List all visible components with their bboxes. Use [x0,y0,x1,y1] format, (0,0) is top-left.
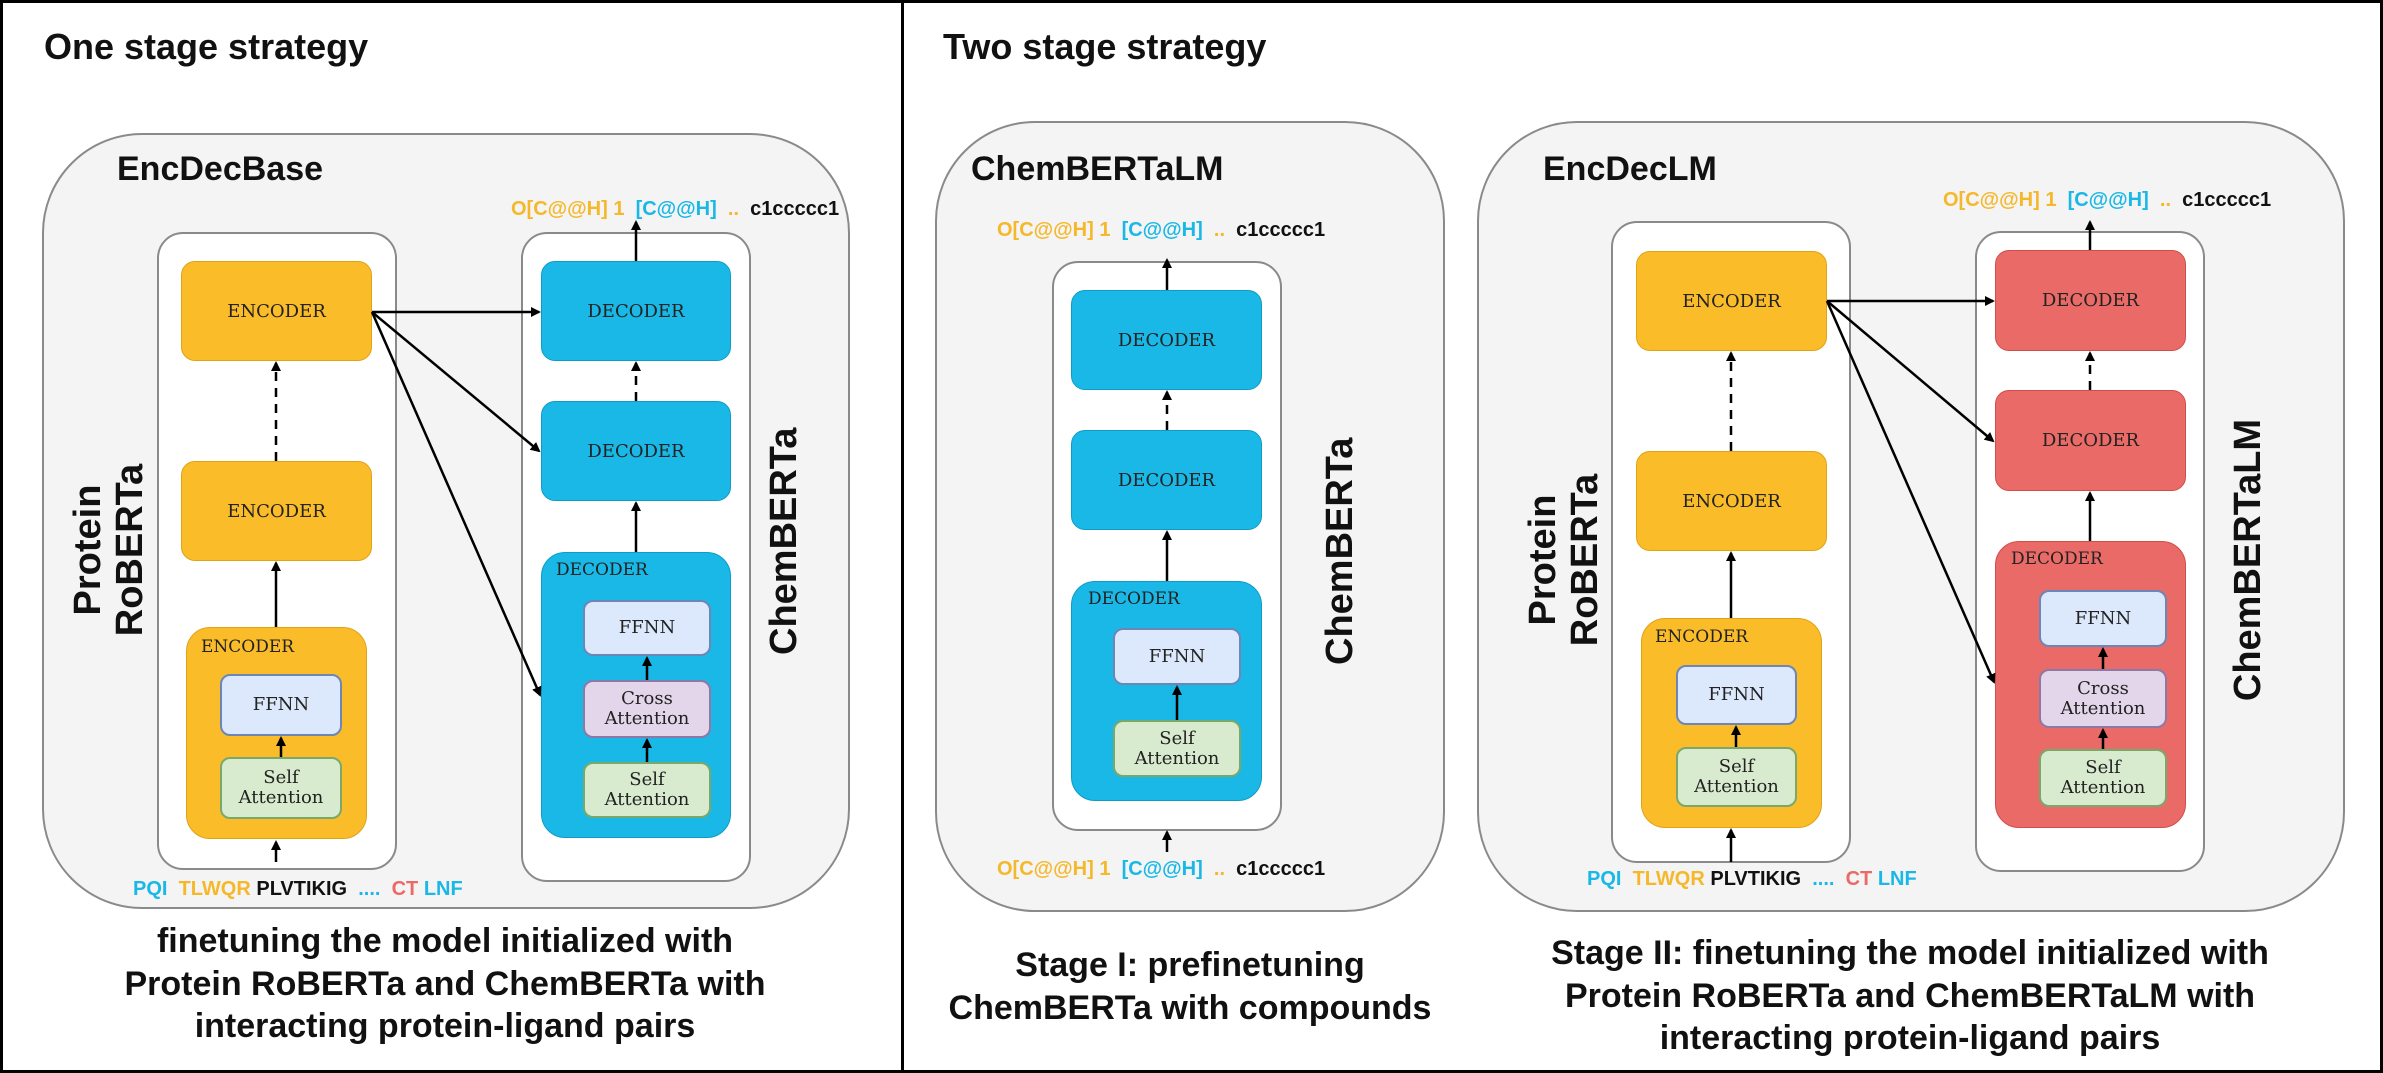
self-attention-block: Self Attention [1676,747,1797,807]
encoder-block-middle: ENCODER [1636,451,1827,551]
decoder-block-middle: DECODER [1995,390,2186,491]
decoder-block-top: DECODER [1995,250,2186,351]
smiles-output-sequence: O[C@@H] 1 [C@@H] .. c1ccccc1 [997,219,1326,241]
decoder-block-expanded-label: DECODER [2011,549,2103,569]
self-attention-block: Self Attention [2039,749,2167,807]
ffnn-block: FFNN [220,674,342,736]
caption-one-stage: finetuning the model initialized with Pr… [20,920,870,1048]
caption-line: ChemBERTa with compounds [948,988,1432,1027]
caption-line: Stage I: prefinetuning [1015,946,1365,984]
arrow-encoder-to-decoder-middle [1826,300,1995,443]
panel-title-one-stage: One stage strategy [44,26,369,67]
encoder-block-expanded-label: ENCODER [201,637,295,657]
self-attention-block: Self Attention [220,757,342,819]
self-attention-block: Self Attention [583,762,711,818]
encoder-block-top: ENCODER [1636,251,1827,351]
encoder-block-expanded-label: ENCODER [1655,627,1749,647]
protein-input-sequence: PQI TLWQR PLVTIKIG .... CT LNF [133,878,463,900]
decoder-block-top: DECODER [541,261,731,361]
cross-attention-line1: Cross [621,688,673,710]
panel-title-two-stage: Two stage strategy [943,26,1267,67]
smiles-input-sequence: O[C@@H] 1 [C@@H] .. c1ccccc1 [997,858,1326,880]
smiles-output-sequence: O[C@@H] 1 [C@@H] .. c1ccccc1 [1943,189,2272,211]
encoder-block-middle: ENCODER [181,461,372,561]
caption-line: Stage II: finetuning the model initializ… [1551,934,2269,972]
arrow-encoder-to-decoder-expanded [370,311,542,697]
decoder-block-expanded-label: DECODER [1088,589,1180,609]
protein-input-sequence: PQI TLWQR PLVTIKIG .... CT LNF [1587,868,1917,890]
caption-stage-two: Stage II: finetuning the model initializ… [1470,932,2350,1060]
arrow-encoder-to-decoder-middle [371,311,541,453]
cross-attention-block: Cross Attention [2039,669,2167,728]
arrow-encoder-to-decoder-expanded [1825,300,1996,684]
caption-line: Protein RoBERTa and ChemBERTaLM with [1564,976,2256,1015]
cross-attention-line1: Cross [2077,677,2129,699]
smiles-output-sequence: O[C@@H] 1 [C@@H] .. c1ccccc1 [511,198,840,220]
caption-line: interacting protein-ligand pairs [1659,1019,2161,1057]
ffnn-block: FFNN [1676,665,1797,725]
encoder-block-top: ENCODER [181,261,372,361]
decoder-block-middle: DECODER [1071,430,1262,530]
chembertalm-title: ChemBERTaLM [971,150,1224,188]
encdecbase-title: EncDecBase [117,150,324,188]
ffnn-block: FFNN [583,600,711,656]
ffnn-block: FFNN [2039,590,2167,647]
decoder-block-middle: DECODER [541,401,731,501]
self-attention-block: Self Attention [1113,720,1241,777]
cross-attention-line2: Attention [2060,697,2146,719]
panel-two-stage [901,0,2383,1073]
ffnn-block: FFNN [1113,628,1241,685]
caption-line: finetuning the model initialized with [156,922,734,960]
cross-attention-block: Cross Attention [583,680,711,738]
caption-line: Protein RoBERTa and ChemBERTa with [124,964,766,1003]
encdeclm-title: EncDecLM [1543,150,1717,188]
decoder-block-expanded-label: DECODER [556,560,648,580]
cross-attention-line2: Attention [604,708,690,729]
caption-stage-one: Stage I: prefinetuning ChemBERTa with co… [912,944,1468,1029]
caption-line: interacting protein-ligand pairs [194,1007,696,1045]
decoder-block-top: DECODER [1071,290,1262,390]
